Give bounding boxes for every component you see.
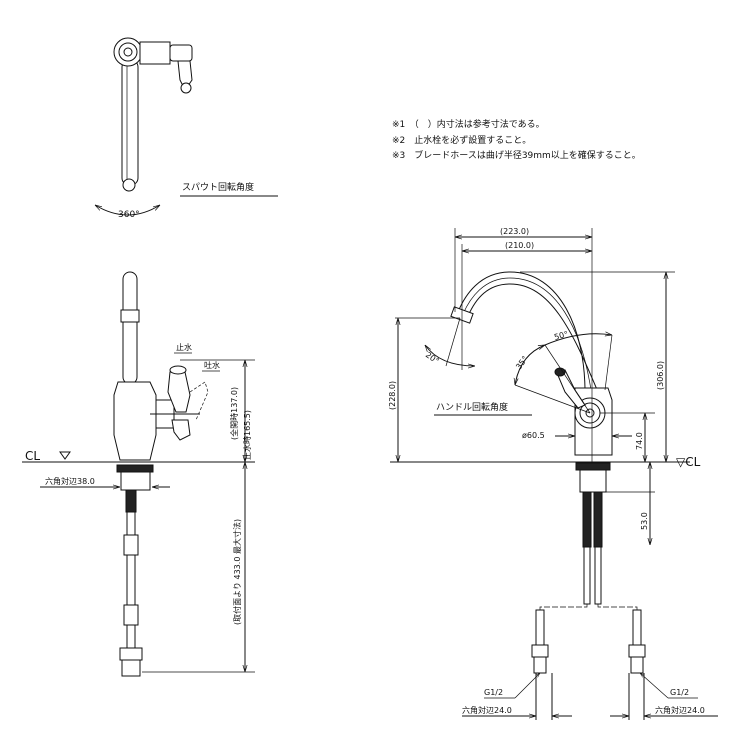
dim-228: (228.0): [388, 381, 397, 410]
cl-label-right: ▽CL: [676, 455, 701, 469]
note-3: ※3 ブレードホースは曲げ半径39mm以上を確保すること。: [392, 149, 641, 161]
dim-210: (210.0): [505, 241, 534, 250]
dim-74: 74.0: [635, 432, 644, 450]
thread-label-right: G1/2: [670, 688, 689, 697]
hex-size-24-left: 六角対辺24.0: [462, 705, 512, 715]
note-1: ※1 （ ）内寸法は参考寸法である。: [392, 118, 545, 130]
label-stop-water: 止水: [176, 342, 192, 352]
dim-open-137: (全開時137.0): [229, 387, 239, 440]
dim-diameter-60-5: ø60.5: [522, 431, 545, 440]
handle-rotation-label: ハンドル回転角度: [436, 401, 508, 413]
hex-size-24-right: 六角対辺24.0: [655, 705, 705, 715]
note-2: ※2 止水栓を必ず設置すること。: [392, 134, 531, 146]
angle-20: 20°: [424, 350, 441, 366]
dim-stop-165: 止水時165.5): [242, 410, 252, 460]
label-spout-water: 吐水: [204, 360, 220, 370]
dim-53: 53.0: [640, 512, 649, 530]
dim-306: (306.0): [656, 361, 665, 390]
angle-50: 50°: [553, 330, 569, 342]
top-view: 360° スパウト回転角度: [95, 37, 278, 220]
cl-label-left: CL: [25, 449, 40, 463]
thread-label-left: G1/2: [484, 688, 503, 697]
dim-223: (223.0): [500, 227, 529, 236]
side-view: 止水 吐水 CL 六角対辺38.0 (全開時137.0) 止水時165.5) (…: [22, 271, 255, 677]
dim-total-433: (取付面より 433.0 最大寸法): [232, 519, 242, 625]
front-view: ▽CL (223.0) (210.0) (306.0) (228.0): [388, 227, 718, 720]
notes: ※1 （ ）内寸法は参考寸法である。 ※2 止水栓を必ず設置すること。 ※3 ブ…: [392, 118, 641, 161]
hex-size-38: 六角対辺38.0: [45, 476, 95, 486]
rotation-angle-360: 360°: [118, 210, 140, 220]
spout-rotation-label: スパウト回転角度: [182, 181, 254, 193]
